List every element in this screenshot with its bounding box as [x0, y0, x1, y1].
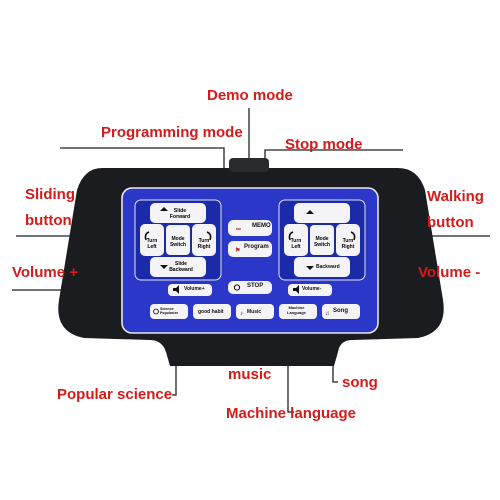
stop-icon — [233, 284, 241, 291]
mode-switch-button-right-pad[interactable] — [310, 225, 334, 255]
callout-music: music — [228, 366, 272, 383]
arrow-up-icon — [160, 207, 168, 211]
program-button[interactable] — [228, 241, 272, 257]
program-icon: ⚑ — [235, 247, 240, 254]
slide-backward-button[interactable] — [150, 257, 206, 277]
science-icon — [153, 308, 159, 315]
turn-right-button-left-pad[interactable] — [192, 224, 216, 256]
callout-popular-science: Popular science — [57, 386, 173, 403]
memo-icon: ∞ — [236, 226, 241, 233]
turn-left-button-right-pad[interactable] — [284, 224, 308, 256]
stop-button[interactable] — [228, 281, 272, 294]
speaker-icon — [293, 285, 299, 294]
callout-sliding-line1: Sliding — [25, 186, 75, 203]
song-note-icon: ♫ — [325, 311, 330, 317]
machine-language-button[interactable] — [279, 304, 317, 319]
callout-walking-line1: Walking — [427, 188, 484, 205]
callout-song: song — [342, 374, 378, 391]
remote-top-ridge — [229, 158, 269, 172]
turn-left-arrow-icon — [288, 231, 294, 241]
speaker-icon — [173, 285, 179, 294]
turn-right-arrow-icon — [206, 231, 212, 241]
callout-walking-line2: button — [427, 214, 474, 231]
music-note-icon: ♪ — [240, 311, 243, 317]
turn-left-arrow-icon — [144, 231, 150, 241]
callout-volume-minus: Volume - — [418, 264, 481, 281]
memo-button[interactable] — [228, 220, 272, 236]
good-habit-button[interactable] — [193, 304, 231, 319]
callout-sliding-line2: button — [25, 212, 72, 229]
song-button[interactable] — [322, 304, 360, 319]
turn-left-button-left-pad[interactable] — [140, 224, 164, 256]
callout-demo-mode: Demo mode — [207, 87, 293, 104]
callout-machine-language: Machine language — [226, 405, 357, 422]
callout-programming-mode: Programming mode — [101, 124, 243, 141]
turn-right-button-right-pad[interactable] — [336, 224, 360, 256]
callout-stop-mode: Stop mode — [285, 136, 363, 153]
callout-volume-plus: Volume + — [12, 264, 78, 281]
arrow-up-icon — [306, 210, 314, 214]
science-popularize-button[interactable] — [150, 304, 188, 319]
mode-switch-button-left-pad[interactable] — [166, 225, 190, 255]
music-button[interactable] — [236, 304, 274, 319]
arrow-down-icon — [160, 265, 168, 269]
backward-button[interactable] — [294, 257, 350, 277]
turn-right-arrow-icon — [350, 231, 356, 241]
arrow-down-icon — [306, 266, 314, 270]
forward-button[interactable] — [294, 203, 350, 223]
